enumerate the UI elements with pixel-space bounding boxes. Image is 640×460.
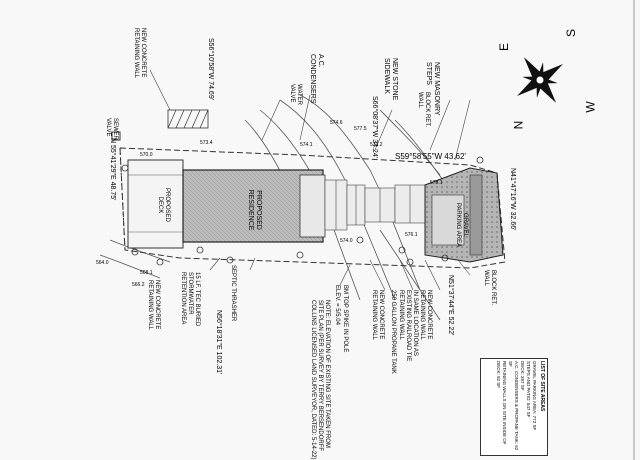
retaining-wall-hatch <box>167 109 209 129</box>
label-bm-elev: ELEV. = 5/5.04 <box>334 285 340 325</box>
bearing-bottom: N56°18'31"E 102.31' <box>215 310 222 375</box>
label-water-valve: WATER VALVE <box>289 84 302 105</box>
proposed-deck <box>127 159 184 249</box>
elev-7: 574.0 <box>340 238 353 244</box>
site-area-list: LIST OF SITE AREAS GRAVEL PARKING AREA: … <box>480 358 548 456</box>
elev-3: 573.2 <box>370 142 383 148</box>
label-proposed-deck: PROPOSED DECK <box>157 187 170 222</box>
bearing-bottom-left: N 55°41'29"E 48.75' <box>109 138 116 201</box>
label-gravel-parking: GRAVEL PARKING AREA <box>455 202 468 248</box>
elev-12: 573.4 <box>200 140 213 146</box>
stone-steps <box>324 179 426 231</box>
label-stormwater: 15 LF. TEC BURIED STORMWATER RETENTION A… <box>180 272 200 327</box>
label-concrete-wall-right-1: NEW CONCRETE RETAINING WALL <box>419 290 432 341</box>
sewer-valve-marker <box>111 131 121 141</box>
elev-10: 564.0 <box>96 260 109 266</box>
label-stone-sidewalk: NEW STONE SIDEWALK <box>383 58 398 101</box>
label-elevation-note: NOTE: ELEVATION OF EXISTING SITE TAKEN F… <box>310 300 330 460</box>
compass-rose <box>517 57 563 103</box>
label-septic: SEPTIC THRASHER <box>230 265 236 322</box>
area-item: A.C. CONDENSERS & PROPANE TANK: 62 SF <box>508 361 519 451</box>
leader-lines <box>149 69 471 291</box>
elev-5: 570.0 <box>140 152 153 158</box>
area-list-title: LIST OF SITE AREAS <box>539 361 545 412</box>
compass-e-label: E <box>497 42 512 52</box>
parking-inner <box>431 194 465 246</box>
label-propane: 250 GALLON PROPANE TANK <box>390 290 396 374</box>
label-concrete-wall-left: NEW CONCRETE RETAINING WALL <box>133 28 146 79</box>
elev-2: 577.5 <box>354 126 367 132</box>
label-bm-top: BM TOP SPIKE IN POLE <box>342 285 348 353</box>
compass-s-label: S <box>564 28 579 38</box>
elev-9: 566.2 <box>132 282 145 288</box>
label-block-ret-wall-right: BLOCK RET. WALL <box>483 270 496 306</box>
area-item: GRAVEL PARKING AREA: 772 SF <box>532 361 537 431</box>
bearing-bottom-mid: N51°37'44"E 52.22' <box>447 275 454 336</box>
bearing-mid-top: S66°08'37"W 34.24' <box>371 96 378 159</box>
bearing-inner: S59°58'55"W 43.62' <box>395 152 466 161</box>
elev-6: 578.1 <box>430 180 443 186</box>
area-item: STEPS AND PATIO: 547 SF <box>526 361 531 418</box>
label-concrete-wall-bottom: NEW CONCRETE RETAINING WALL <box>147 280 160 331</box>
compass-w-label: W <box>583 101 598 113</box>
elev-8: 568.1 <box>140 270 153 276</box>
area-item: RETAINING WALLS ON SITE INSIDE OF DECK: … <box>496 361 507 445</box>
residence-porch <box>299 174 326 238</box>
label-concrete-wall-right-2: NEW CONCRETE RETAINING WALL <box>371 290 384 341</box>
elev-1: 574.6 <box>330 120 343 126</box>
bearing-right-vert: N41°47'16"W 32.66' <box>509 168 516 231</box>
compass-n-label: N <box>511 120 526 130</box>
bearing-top: S56°10'58"W 74.69' <box>207 38 214 101</box>
elev-4: 574.1 <box>300 142 313 148</box>
label-railroad-tie: IN SAME LOCATION AS EXISTING RAILROAD TI… <box>398 290 418 362</box>
block-ret-wall-right <box>469 174 483 256</box>
tree-markers <box>121 156 484 266</box>
label-proposed-residence: PROPOSED RESIDENCE <box>247 189 262 231</box>
label-block-ret-wall-top: BLOCK RET. WALL <box>417 92 430 128</box>
elev-11: 576.1 <box>405 232 418 238</box>
label-ac-condensers: A.C. CONDENSERS <box>309 54 324 104</box>
property-boundary <box>119 147 506 269</box>
